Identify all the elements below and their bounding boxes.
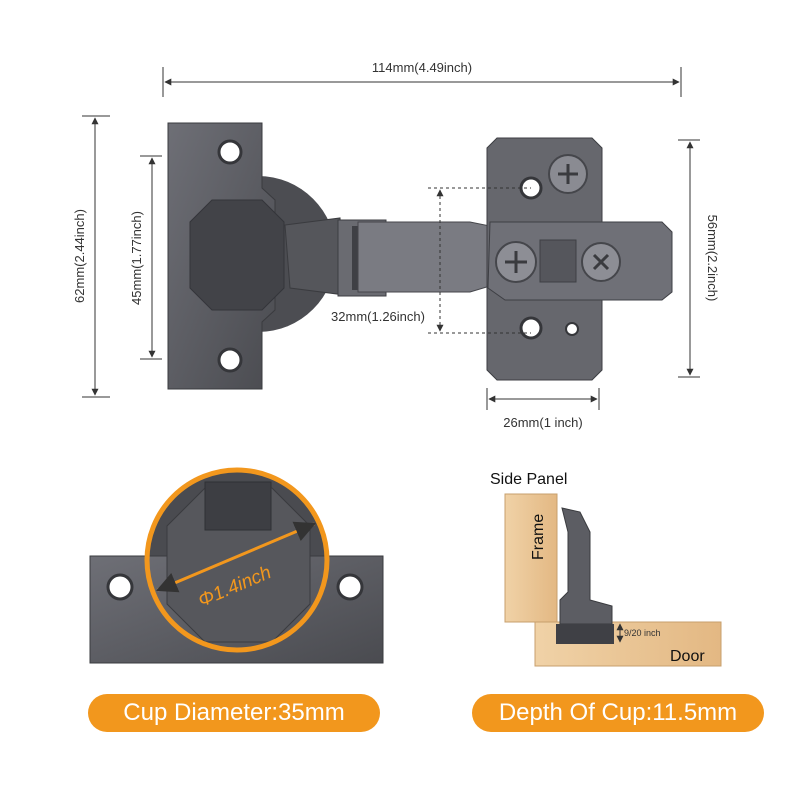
base-small-hole: [565, 322, 579, 336]
mount-hole-spacing-dimension: 32mm(1.26inch): [331, 187, 531, 334]
plate-height-dimension: 62mm(2.44inch): [72, 115, 110, 398]
frame-label: Frame: [530, 514, 547, 560]
cup-face: [189, 199, 285, 311]
plate-screw-hole-bottom: [217, 347, 243, 373]
cup-closeup-arm: [204, 481, 272, 531]
overall-length-label: 114mm(4.49inch): [372, 60, 472, 75]
mount-height-label: 56mm(2.2inch): [705, 215, 720, 302]
cup-diameter-line: [156, 521, 316, 593]
install-cup: [556, 624, 614, 644]
cup-closeup-hole-right: [336, 573, 364, 601]
install-hinge: [559, 507, 613, 625]
door-label: Door: [670, 648, 705, 665]
mount-width-dimension: 26mm(1 inch): [486, 388, 600, 430]
hole-spacing-label: 45mm(1.77inch): [129, 211, 144, 305]
hinge-pivot: [352, 226, 358, 290]
side-panel-label: Side Panel: [490, 471, 567, 488]
cup-closeup: Φ1.4inch: [89, 467, 384, 664]
base-screw-hole-bottom: [519, 316, 543, 340]
frame-panel: [504, 493, 558, 623]
overall-length-dimension: 114mm(4.49inch): [162, 60, 682, 97]
mount-width-label: 26mm(1 inch): [503, 415, 582, 430]
plate-height-label: 62mm(2.44inch): [72, 209, 87, 303]
cup-depth-inch-label: 9/20 inch: [624, 628, 661, 638]
plate-screw-hole-top: [217, 139, 243, 165]
mount-height-dimension: 56mm(2.2inch): [678, 139, 720, 378]
cup-closeup-hole-left: [106, 573, 134, 601]
arm-plate: [487, 221, 673, 301]
cup-diameter-badge: Cup Diameter:35mm: [88, 694, 380, 732]
cup-depth-badge: Depth Of Cup:11.5mm: [472, 694, 764, 732]
hinge-top-view: [167, 122, 673, 390]
hinge-arm: [357, 221, 491, 293]
cup-diameter-ring: [144, 467, 330, 653]
mount-hole-spacing-label: 32mm(1.26inch): [331, 309, 425, 324]
install-diagram: Side Panel Frame Door 9/20 inch: [490, 471, 722, 667]
hole-spacing-dimension: 45mm(1.77inch): [129, 155, 162, 360]
hinge-knuckle: [284, 217, 346, 296]
